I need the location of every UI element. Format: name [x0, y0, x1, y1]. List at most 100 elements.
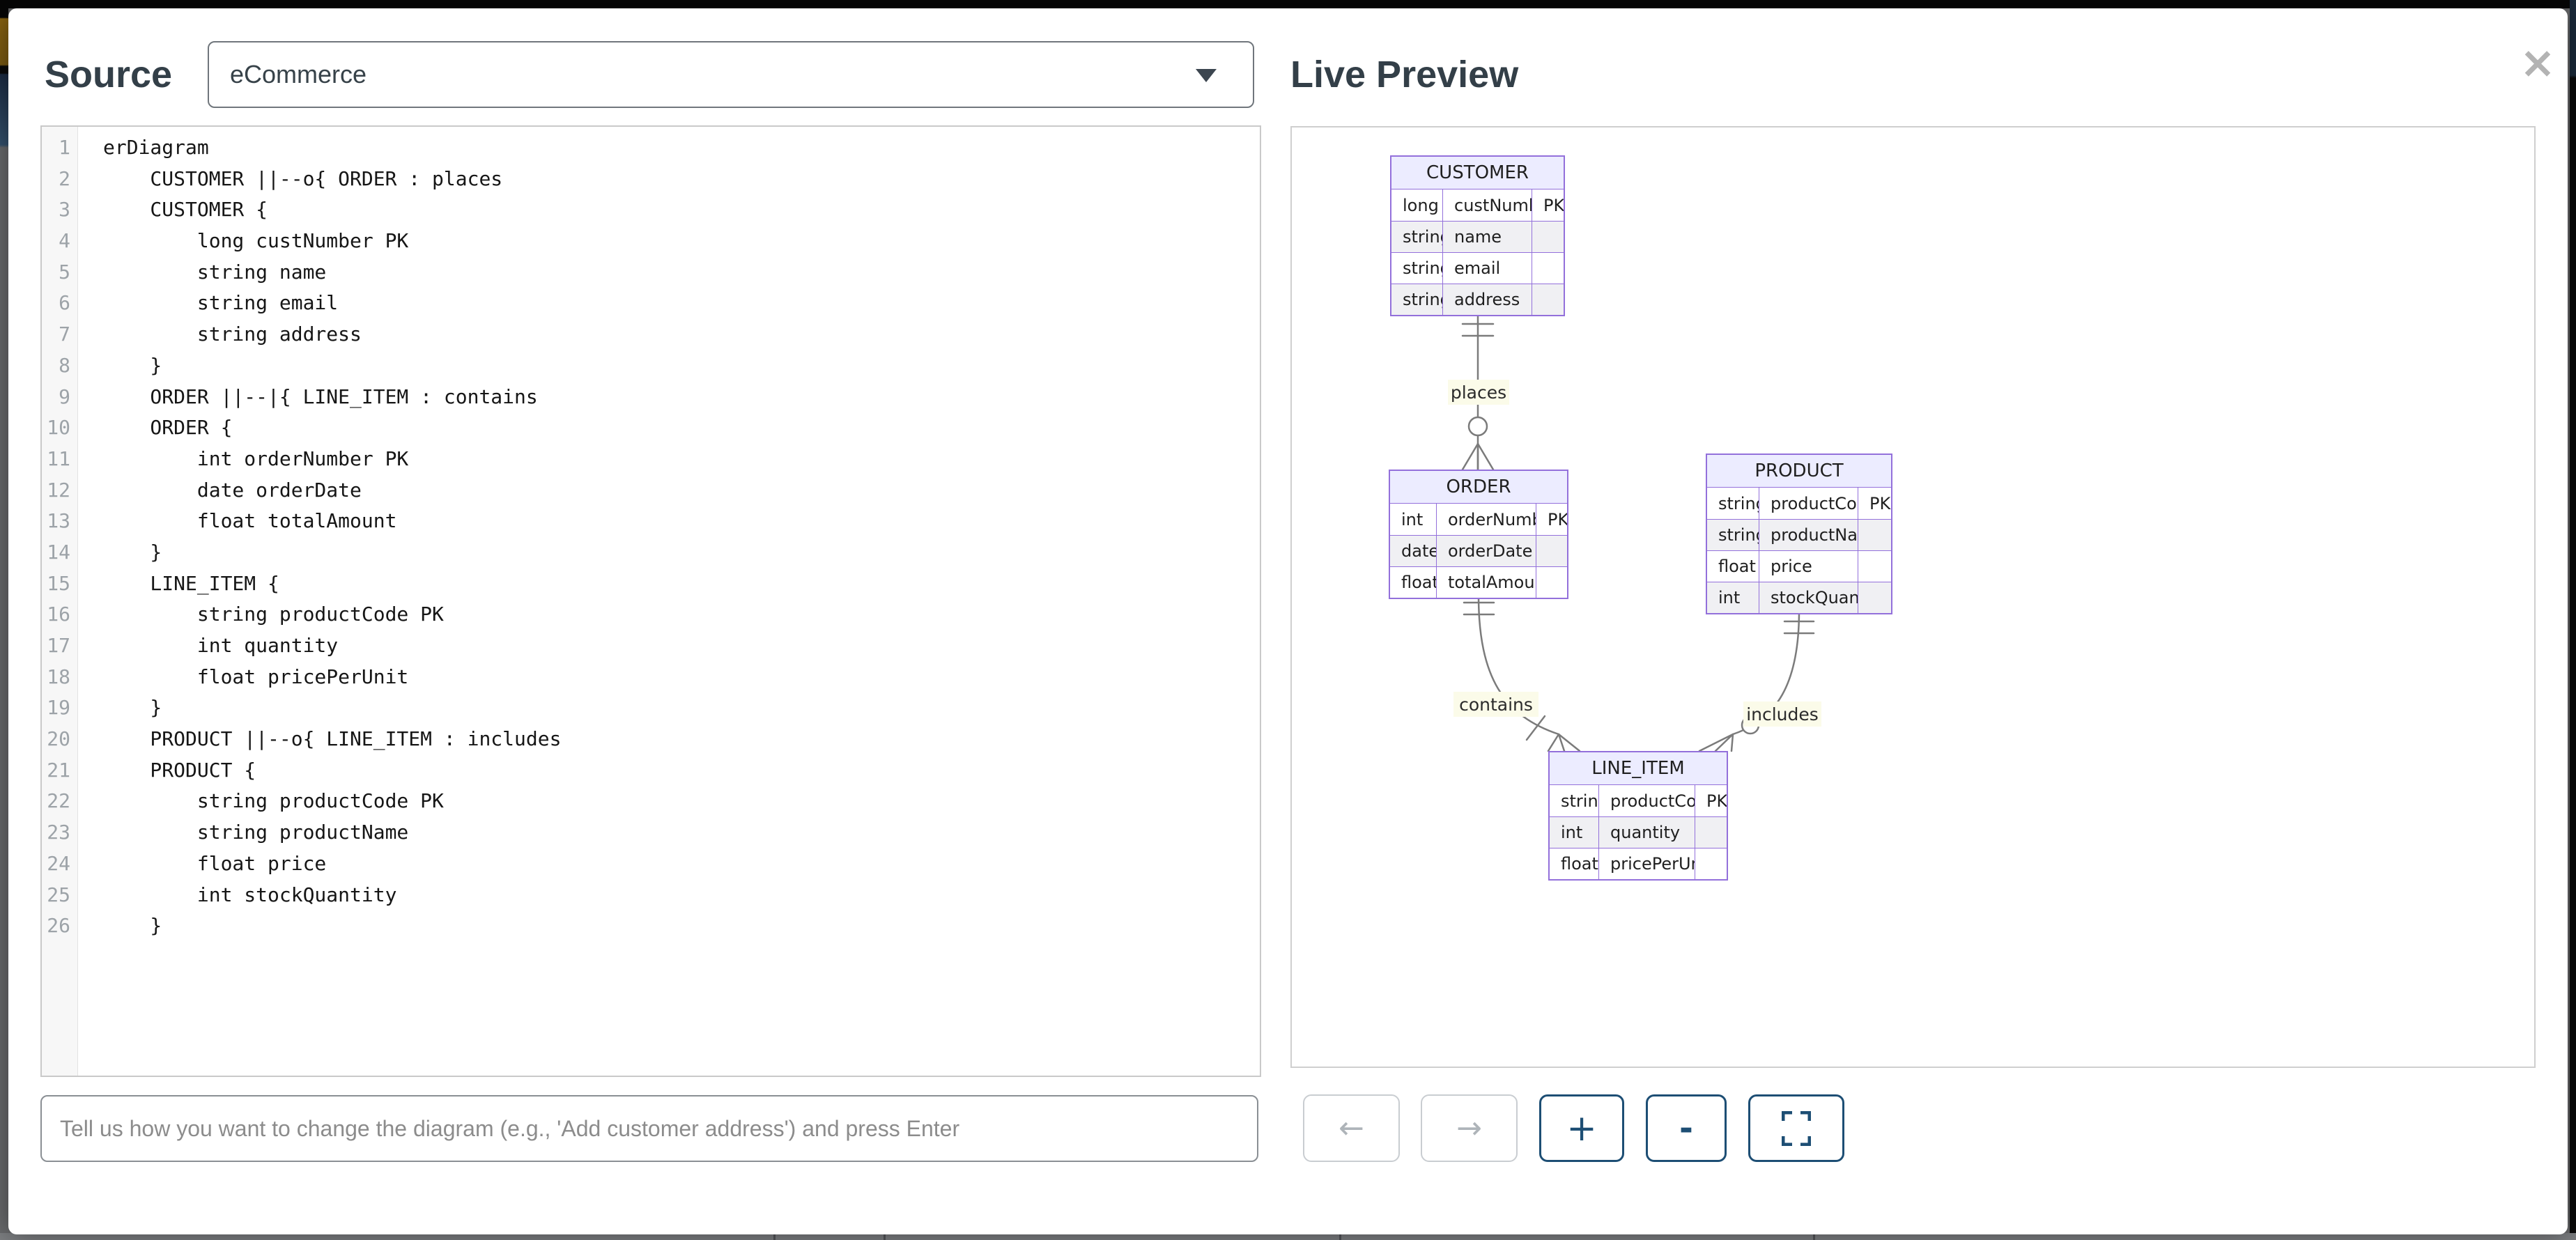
- entity-customer: CUSTOMER long custNumber PK string name …: [1390, 155, 1565, 316]
- line-number: 11: [47, 447, 70, 470]
- zoom-in-button[interactable]: +: [1539, 1094, 1624, 1162]
- attribute-row: string name: [1391, 221, 1564, 252]
- code-line: float pricePerUnit: [103, 665, 409, 688]
- attribute-row: int stockQuantity: [1707, 582, 1891, 613]
- code-line: float totalAmount: [103, 509, 397, 533]
- line-number: 23: [47, 821, 70, 844]
- code-line: int orderNumber PK: [103, 447, 409, 470]
- code-line: string productCode PK: [103, 789, 444, 813]
- attribute-key: PK: [1695, 785, 1727, 816]
- code-line: PRODUCT {: [103, 758, 256, 782]
- preview-title: Live Preview: [1290, 54, 1519, 95]
- attribute-type: float: [1707, 550, 1759, 582]
- line-number: 20: [47, 727, 70, 751]
- attribute-key: [1858, 550, 1891, 582]
- relationship-label: places: [1451, 382, 1506, 403]
- code-line: int stockQuantity: [103, 883, 397, 906]
- attribute-type: string: [1391, 284, 1442, 315]
- attribute-type: date: [1390, 535, 1436, 566]
- code-line: ORDER {: [103, 416, 233, 440]
- attribute-row: float pricePerUnit: [1550, 848, 1727, 879]
- attribute-row: int orderNumber PK: [1390, 504, 1567, 535]
- arrow-right-icon: →: [1456, 1110, 1482, 1146]
- attribute-key: PK: [1536, 504, 1567, 535]
- fullscreen-button[interactable]: [1748, 1094, 1844, 1162]
- line-number: 22: [47, 789, 70, 813]
- relationship-label-bg: [1453, 692, 1538, 717]
- minus-icon: -: [1679, 1108, 1693, 1148]
- code-line: erDiagram: [103, 136, 209, 159]
- attribute-row: string email: [1391, 252, 1564, 284]
- attribute-name: stockQuantity: [1759, 582, 1858, 613]
- code-line: CUSTOMER ||--o{ ORDER : places: [103, 166, 503, 190]
- code-line: }: [103, 914, 162, 938]
- entity-order: ORDER int orderNumber PK date orderDate …: [1389, 470, 1568, 599]
- page-behind-left: [0, 0, 8, 1240]
- entity-title: CUSTOMER: [1391, 157, 1564, 189]
- line-number: 19: [47, 696, 70, 720]
- attribute-type: string: [1707, 519, 1759, 550]
- attribute-type: string: [1391, 221, 1442, 252]
- line-number: 14: [47, 540, 70, 564]
- code-line: string name: [103, 260, 327, 284]
- line-number: 5: [59, 260, 70, 284]
- relationship-includes: includes: [1698, 610, 1821, 752]
- entity-line-item: LINE_ITEM string productCode PK int quan…: [1548, 751, 1728, 881]
- redo-button[interactable]: →: [1421, 1094, 1518, 1162]
- attribute-key: [1858, 519, 1891, 550]
- attribute-key: [1695, 848, 1727, 879]
- diagram-change-input[interactable]: [40, 1095, 1258, 1162]
- undo-button[interactable]: ←: [1303, 1094, 1400, 1162]
- attribute-type: long: [1403, 195, 1439, 215]
- line-number: 2: [59, 166, 70, 190]
- relationship-label-bg: [1743, 702, 1821, 727]
- entity-title: LINE_ITEM: [1550, 752, 1727, 785]
- line-number: 15: [47, 571, 70, 595]
- attribute-name: totalAmount: [1436, 566, 1536, 598]
- attribute-key: [1532, 284, 1564, 315]
- attribute-key: [1858, 582, 1891, 613]
- entity-title: PRODUCT: [1707, 455, 1891, 488]
- entity-product: PRODUCT string productCode PK string pro…: [1706, 454, 1892, 614]
- attribute-key: [1532, 252, 1564, 284]
- code-line: string productName: [103, 821, 409, 844]
- attribute-name: address: [1442, 284, 1532, 315]
- cardinality-one-marker: [1525, 715, 1546, 741]
- relationship-label: contains: [1459, 695, 1533, 715]
- line-number: 7: [59, 323, 70, 346]
- attribute-type: float: [1390, 566, 1436, 598]
- code-line: PRODUCT ||--o{ LINE_ITEM : includes: [103, 727, 562, 751]
- source-select[interactable]: eCommerce: [208, 41, 1254, 108]
- arrow-left-icon: ←: [1339, 1110, 1364, 1146]
- relationship-label: includes: [1746, 704, 1819, 724]
- line-number: 18: [47, 665, 70, 688]
- line-number: 16: [47, 603, 70, 626]
- attribute-name: productCode: [1598, 785, 1695, 816]
- line-number: 9: [59, 385, 70, 408]
- zoom-out-button[interactable]: -: [1646, 1094, 1727, 1162]
- line-number: 25: [47, 883, 70, 906]
- close-button[interactable]: ×: [2511, 36, 2564, 89]
- code-line: LINE_ITEM {: [103, 571, 279, 595]
- plus-icon: +: [1566, 1107, 1597, 1149]
- attribute-type: string: [1391, 252, 1442, 284]
- attribute-row: long custNumber PK: [1391, 189, 1564, 221]
- code-line: ORDER ||--|{ LINE_ITEM : contains: [103, 385, 538, 408]
- attribute-type: string: [1561, 791, 1598, 811]
- cardinality-many-marker: [1547, 733, 1581, 752]
- preview-canvas[interactable]: places contains: [1290, 126, 2536, 1068]
- source-select-value: eCommerce: [230, 60, 367, 88]
- attribute-row: string productCode PK: [1707, 488, 1891, 519]
- line-number: 21: [47, 758, 70, 782]
- attribute-key: PK: [1532, 189, 1564, 221]
- source-title: Source: [45, 54, 173, 95]
- code-line: }: [103, 353, 162, 377]
- attribute-key: [1536, 566, 1567, 598]
- attribute-name: email: [1442, 252, 1532, 284]
- page-behind-bottom: [0, 1233, 2576, 1240]
- code-line: float price: [103, 851, 327, 875]
- attribute-name: custNumber: [1442, 189, 1532, 221]
- code-editor[interactable]: 1 2 3 4 5 6 7 8 9 10 11 12 13 14 15 16 1…: [40, 125, 1261, 1077]
- attribute-type: string: [1718, 493, 1759, 513]
- relationship-label-bg: [1448, 380, 1509, 405]
